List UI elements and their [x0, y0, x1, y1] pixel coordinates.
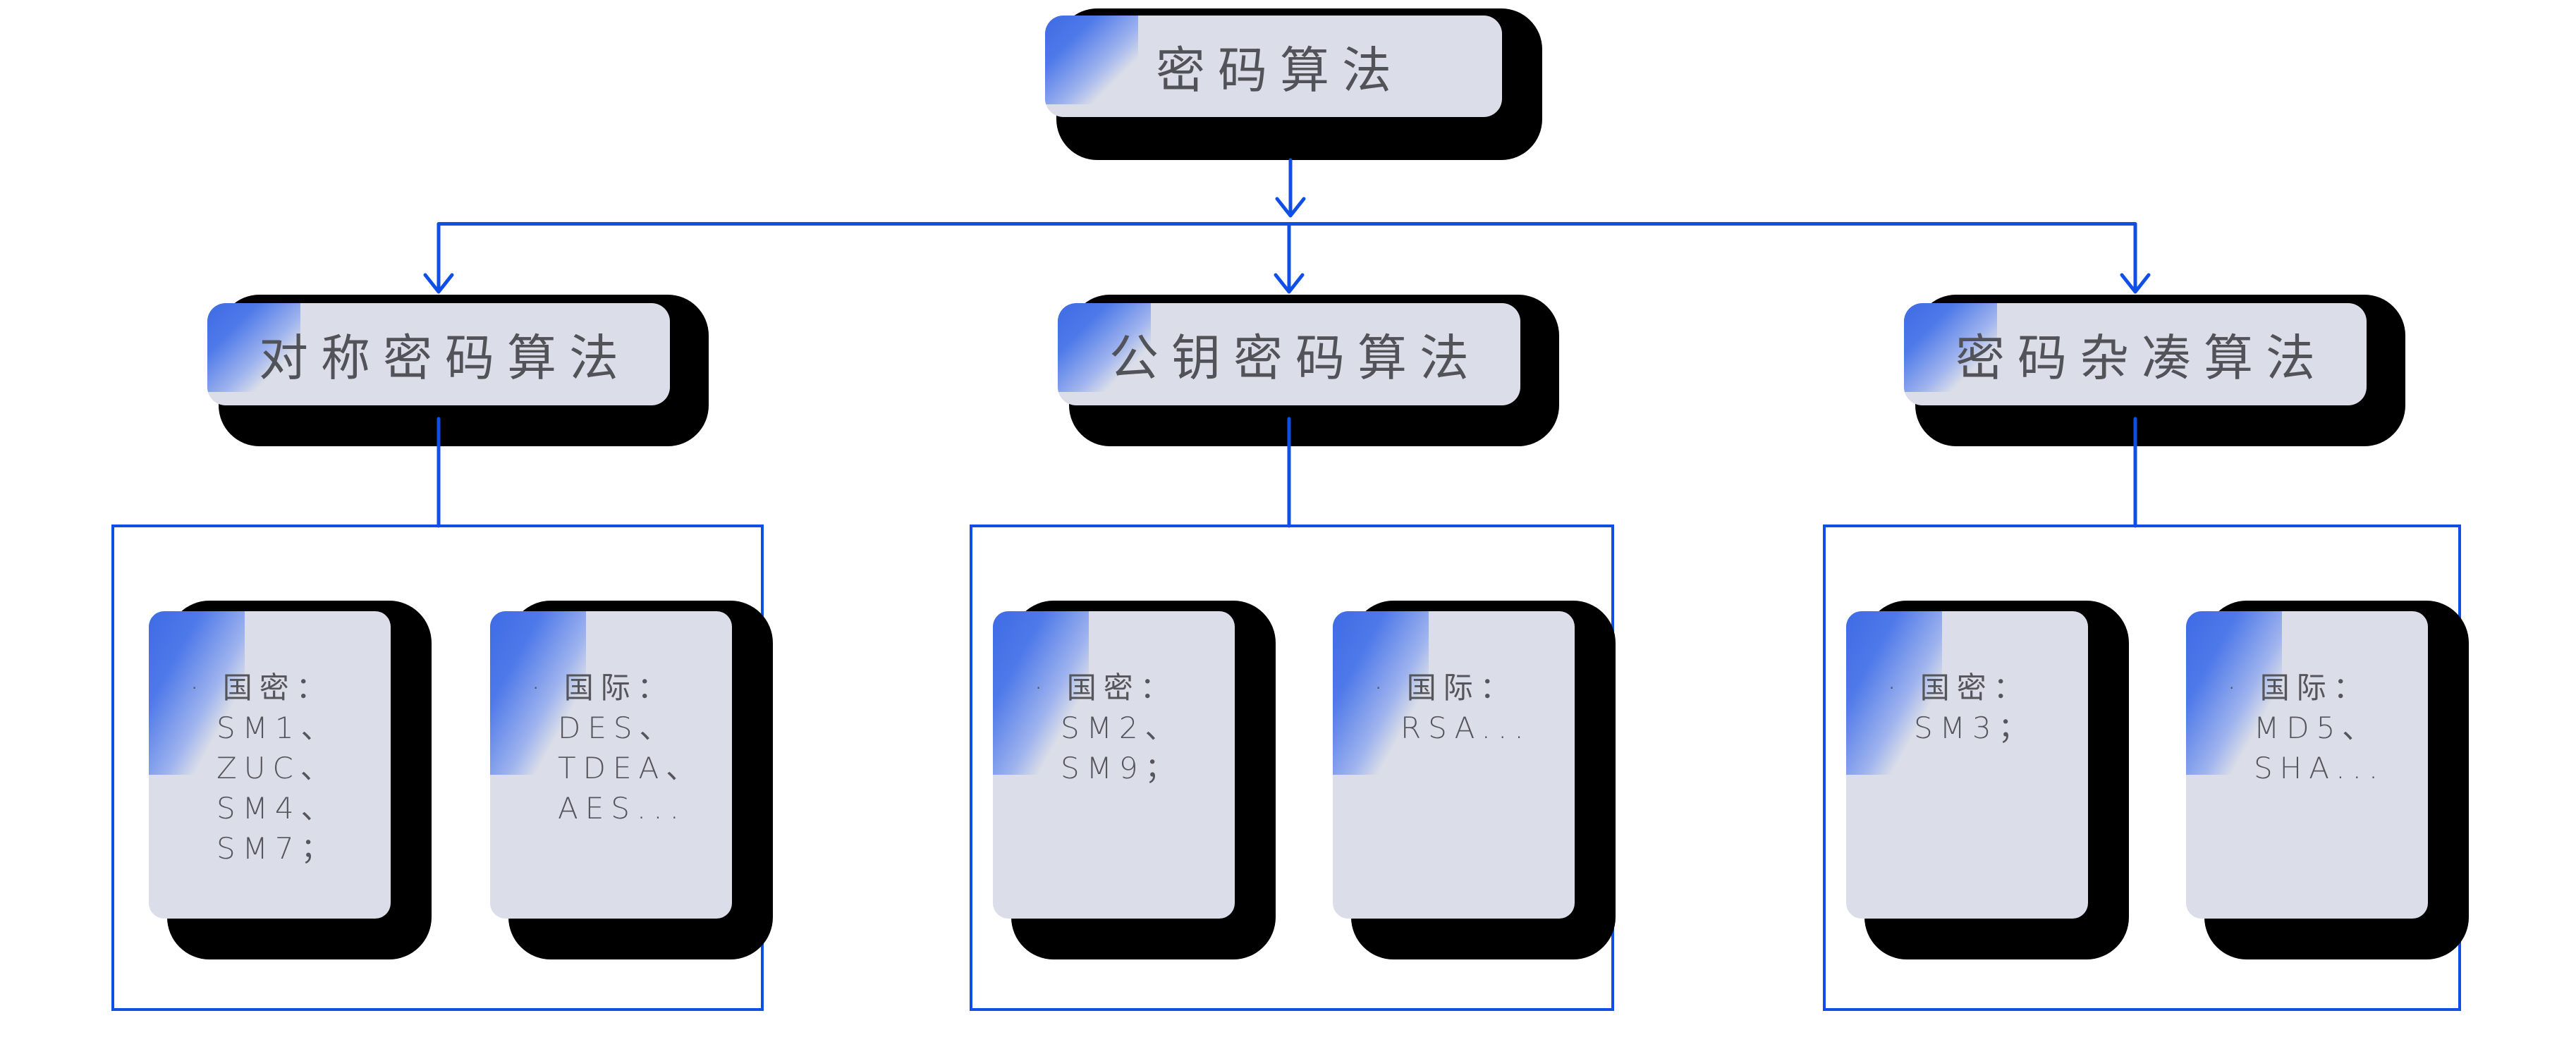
branch-label: 公钥密码算法 [1109, 329, 1482, 387]
card-line: MD5、 [2254, 711, 2379, 745]
group-public-key: · 国密： SM2、 SM9； · 国际： RSA... [970, 524, 1616, 1011]
center-arrow-head [1274, 273, 1305, 294]
card-line: SM2、 [1061, 711, 1182, 745]
node-face: 公钥密码算法 [1058, 303, 1520, 405]
node-root: 密码算法 [1045, 8, 1542, 160]
card-public-key-international: · 国际： RSA... [1333, 601, 1616, 959]
card-face: · 国际： RSA... [1333, 611, 1575, 919]
card-line: SM7； [216, 831, 338, 866]
card-line: · 国际： [531, 670, 674, 705]
card-line: DES、 [558, 711, 676, 745]
card-line: · 国际： [2227, 670, 2370, 705]
card-line: ZUC、 [216, 751, 337, 785]
card-line: SM3； [1914, 711, 2035, 745]
card-face: · 国密： SM2、 SM9； [993, 611, 1235, 919]
card-text: · 国际： RSA... [1333, 611, 1575, 748]
card-face: · 国密： SM3； [1846, 611, 2088, 919]
card-text: · 国际： DES、 TDEA、 AES... [490, 611, 732, 828]
group-hash: · 国密： SM3； · 国际： MD5、 SHA... [1823, 524, 2469, 1011]
right-arrow-head [2120, 273, 2151, 294]
card-line: SHA... [2254, 751, 2386, 785]
branch-label: 对称密码算法 [259, 329, 631, 387]
node-face: 密码杂凑算法 [1904, 303, 2367, 405]
card-line: · 国密： [190, 670, 333, 705]
node-branch-symmetric: 对称密码算法 [207, 295, 709, 446]
card-public-key-guomi: · 国密： SM2、 SM9； [993, 601, 1276, 959]
node-branch-public-key: 公钥密码算法 [1058, 295, 1559, 446]
card-line: SM4、 [216, 791, 338, 826]
card-text: · 国密： SM2、 SM9； [993, 611, 1235, 788]
root-arrow-head [1275, 197, 1306, 218]
card-line: SM9； [1061, 751, 1182, 785]
card-line: · 国密： [1034, 670, 1177, 705]
card-hash-international: · 国际： MD5、 SHA... [2186, 601, 2469, 959]
node-face: 对称密码算法 [207, 303, 670, 405]
card-face: · 国际： DES、 TDEA、 AES... [490, 611, 732, 919]
corner-accent [1045, 16, 1138, 104]
node-face: 密码算法 [1045, 16, 1502, 117]
root-label: 密码算法 [1156, 41, 1404, 99]
card-line: SM1、 [216, 711, 338, 745]
card-line: · 国际： [1374, 670, 1517, 705]
card-text: · 国密： SM1、 ZUC、 SM4、 SM7； [149, 611, 391, 869]
card-face: · 国密： SM1、 ZUC、 SM4、 SM7； [149, 611, 391, 919]
node-branch-hash: 密码杂凑算法 [1904, 295, 2405, 446]
card-face: · 国际： MD5、 SHA... [2186, 611, 2428, 919]
trunk-line [437, 222, 2137, 291]
card-line: · 国密： [1887, 670, 2030, 705]
card-line: TDEA、 [558, 751, 703, 785]
card-line: RSA... [1400, 711, 1531, 745]
branch-label: 密码杂凑算法 [1955, 329, 2328, 387]
card-text: · 国密： SM3； [1846, 611, 2088, 748]
card-symmetric-international: · 国际： DES、 TDEA、 AES... [490, 601, 773, 959]
card-hash-guomi: · 国密： SM3； [1846, 601, 2129, 959]
left-arrow-head [423, 273, 454, 294]
card-text: · 国际： MD5、 SHA... [2186, 611, 2428, 788]
card-line: AES... [558, 791, 686, 826]
group-symmetric: · 国密： SM1、 ZUC、 SM4、 SM7； · 国际： DES、 TDE… [111, 524, 773, 1011]
card-symmetric-guomi: · 国密： SM1、 ZUC、 SM4、 SM7； [149, 601, 432, 959]
